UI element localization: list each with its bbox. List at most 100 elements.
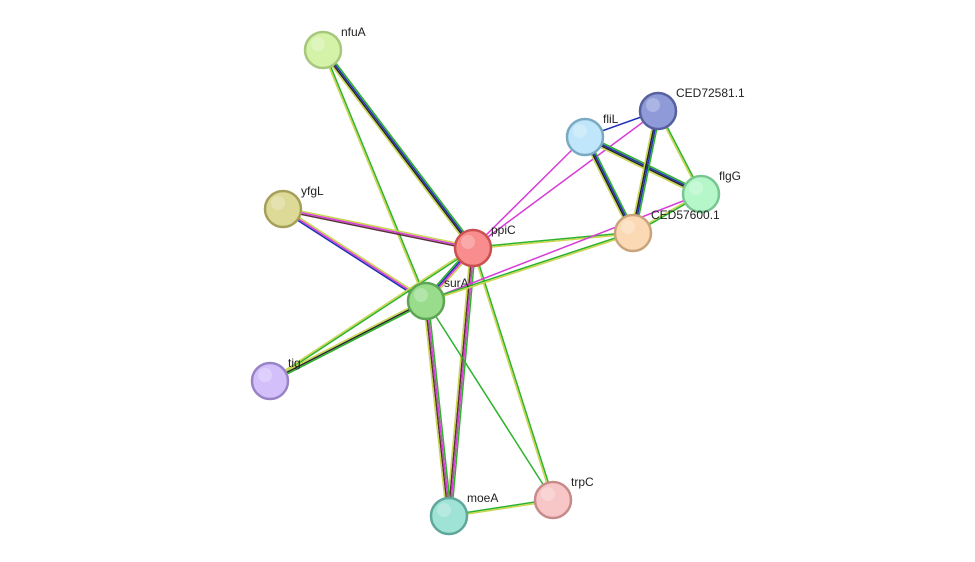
edge-evidence-line [585, 135, 702, 194]
edge-surA-trpC[interactable] [425, 300, 554, 501]
edge-ppiC-tig[interactable] [269, 246, 474, 383]
node-circle[interactable] [406, 281, 446, 321]
node-label: surA [444, 276, 469, 290]
node-highlight [437, 503, 451, 517]
node-circle[interactable] [533, 480, 573, 520]
node-label: nfuA [341, 25, 366, 39]
edge-evidence-line [425, 193, 702, 302]
node-circle[interactable] [681, 174, 721, 214]
node-highlight [311, 37, 325, 51]
node-label: fliL [603, 112, 619, 126]
edge-evidence-line [634, 111, 662, 234]
edge-evidence-line [281, 209, 426, 303]
edge-evidence-line [282, 208, 427, 302]
edge-evidence-line [633, 111, 660, 234]
node-moeA[interactable]: moeA [429, 491, 498, 536]
edge-evidence-line [282, 208, 474, 249]
edge-evidence-line [426, 233, 634, 303]
edge-evidence-line [269, 246, 473, 381]
edge-nfuA-ppiC[interactable] [320, 48, 476, 250]
node-tig[interactable]: tig [250, 356, 301, 401]
node-circle[interactable] [565, 117, 605, 157]
edge-evidence-line [283, 206, 474, 248]
edge-surA-moeA[interactable] [422, 300, 453, 517]
node-circle[interactable] [429, 496, 469, 536]
node-highlight [541, 487, 555, 501]
edge-evidence-line [324, 48, 476, 248]
edge-ppiC-trpC[interactable] [471, 247, 555, 501]
edge-ppiC-CED72581.1[interactable] [472, 110, 659, 249]
edge-yfgL-ppiC[interactable] [282, 206, 474, 251]
node-highlight [414, 288, 428, 302]
edge-evidence-line [445, 247, 472, 516]
node-circle[interactable] [613, 213, 653, 253]
edge-evidence-line [447, 247, 473, 516]
edge-surA-CED57600.1[interactable] [425, 231, 634, 303]
node-label: trpC [571, 475, 594, 489]
edge-ppiC-fliL[interactable] [472, 136, 586, 249]
edge-evidence-line [472, 110, 659, 249]
node-highlight [271, 196, 285, 210]
node-circle[interactable] [638, 91, 678, 131]
edge-evidence-line [270, 248, 474, 383]
node-highlight [646, 98, 660, 112]
node-circle[interactable] [263, 189, 303, 229]
node-ppiC[interactable]: ppiC [453, 223, 516, 268]
edge-evidence-line [631, 110, 658, 233]
edge-evidence-line [629, 110, 657, 233]
node-label: tig [288, 356, 301, 370]
edge-nfuA-surA[interactable] [321, 49, 428, 302]
nodes-layer: nfuA CED72581.1 fliL flgG CED57600.1 yfgL ppiC… [250, 25, 745, 536]
node-surA[interactable]: surA [406, 276, 469, 321]
edge-evidence-line [321, 50, 473, 249]
edge-yfgL-surA[interactable] [281, 207, 428, 303]
edge-evidence-line [471, 248, 553, 501]
node-CED72581.1[interactable]: CED72581.1 [638, 86, 745, 131]
edge-evidence-line [473, 233, 634, 250]
edge-evidence-line [425, 300, 554, 501]
edge-evidence-line [584, 137, 701, 196]
node-label: yfgL [301, 184, 324, 198]
edge-evidence-line [268, 298, 426, 381]
edge-evidence-line [270, 301, 428, 384]
edge-evidence-line [282, 209, 473, 251]
node-label: CED57600.1 [651, 208, 720, 222]
node-label: flgG [719, 169, 741, 183]
node-highlight [689, 181, 703, 195]
node-highlight [461, 235, 475, 249]
node-highlight [621, 220, 635, 234]
node-label: CED72581.1 [676, 86, 745, 100]
edge-evidence-line [320, 50, 472, 250]
edge-evidence-line [425, 231, 633, 301]
edge-evidence-line [450, 248, 477, 517]
edge-ppiC-moeA[interactable] [445, 247, 477, 517]
edge-surA-flgG[interactable] [425, 193, 702, 302]
edge-ppiC-CED57600.1[interactable] [472, 231, 634, 250]
node-circle[interactable] [453, 228, 493, 268]
node-trpC[interactable]: trpC [533, 475, 594, 520]
edge-evidence-line [321, 50, 426, 302]
node-yfgL[interactable]: yfgL [263, 184, 324, 229]
node-highlight [258, 368, 272, 382]
node-circle[interactable] [303, 30, 343, 70]
edge-surA-tig[interactable] [268, 298, 428, 384]
node-nfuA[interactable]: nfuA [303, 25, 366, 70]
edge-evidence-line [422, 301, 448, 517]
edge-evidence-line [323, 49, 428, 301]
edge-evidence-line [283, 207, 428, 301]
node-circle[interactable] [250, 361, 290, 401]
edge-evidence-line [583, 138, 701, 197]
node-fliL[interactable]: fliL [565, 112, 619, 157]
edge-CED72581.1-CED57600.1[interactable] [629, 110, 662, 234]
edge-evidence-line [424, 301, 449, 517]
edge-evidence-line [472, 136, 586, 249]
edge-evidence-line [472, 231, 633, 248]
node-highlight [573, 124, 587, 138]
node-CED57600.1[interactable]: CED57600.1 [613, 208, 720, 253]
node-flgG[interactable]: flgG [681, 169, 741, 214]
edge-evidence-line [473, 247, 555, 500]
node-label: moeA [467, 491, 498, 505]
edge-evidence-line [323, 49, 475, 248]
edge-evidence-line [449, 248, 475, 517]
